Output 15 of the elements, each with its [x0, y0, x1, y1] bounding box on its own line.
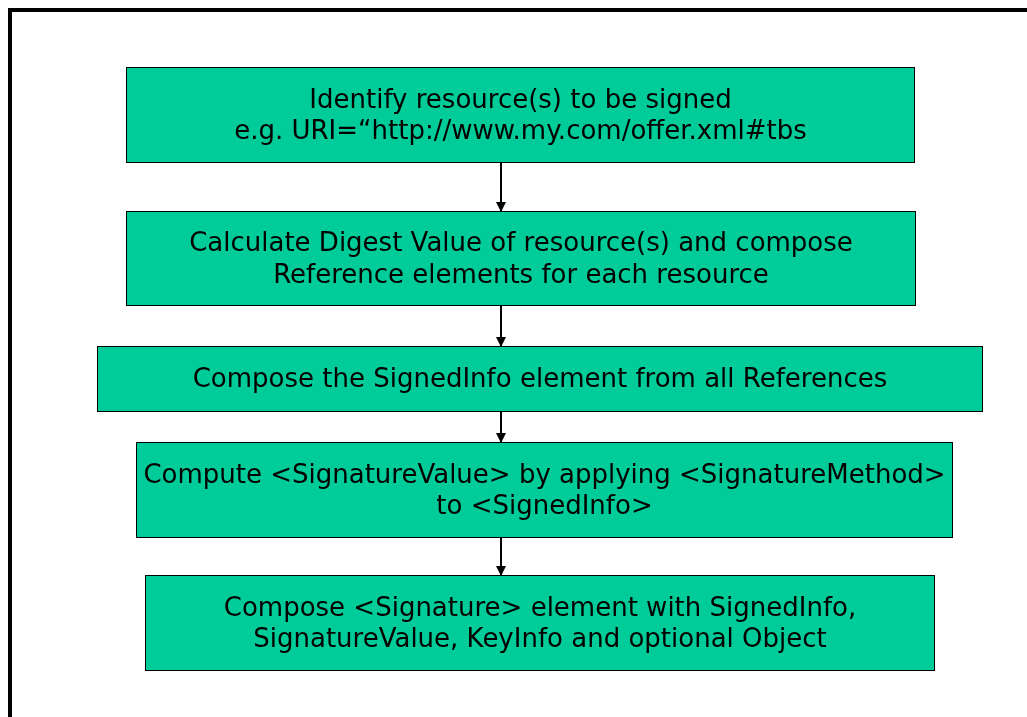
step-text: Identify resource(s) to be signed: [309, 83, 732, 115]
step-text: Compute <SignatureValue> by applying <SignatureMethod> to <SignedInfo>: [142, 458, 947, 522]
arrow: [496, 162, 506, 212]
process-box: [126, 211, 916, 306]
arrow: [496, 305, 506, 347]
step-text: e.g. URI=“http://www.my.com/offer.xml#tbs: [234, 115, 807, 147]
arrow: [496, 411, 506, 443]
process-box: [97, 346, 983, 412]
arrow: [496, 537, 506, 576]
step-text: Compose <Signature> element with SignedInfo, SignatureValue, KeyInfo and optional Object: [222, 591, 858, 655]
process-box: [145, 575, 935, 671]
process-box: [126, 67, 915, 163]
process-box: [136, 442, 953, 538]
step-text: Compose the SignedInfo element from all References: [192, 363, 888, 395]
step-text: Calculate Digest Value of resource(s) and compose Reference elements for each resource: [188, 227, 854, 290]
